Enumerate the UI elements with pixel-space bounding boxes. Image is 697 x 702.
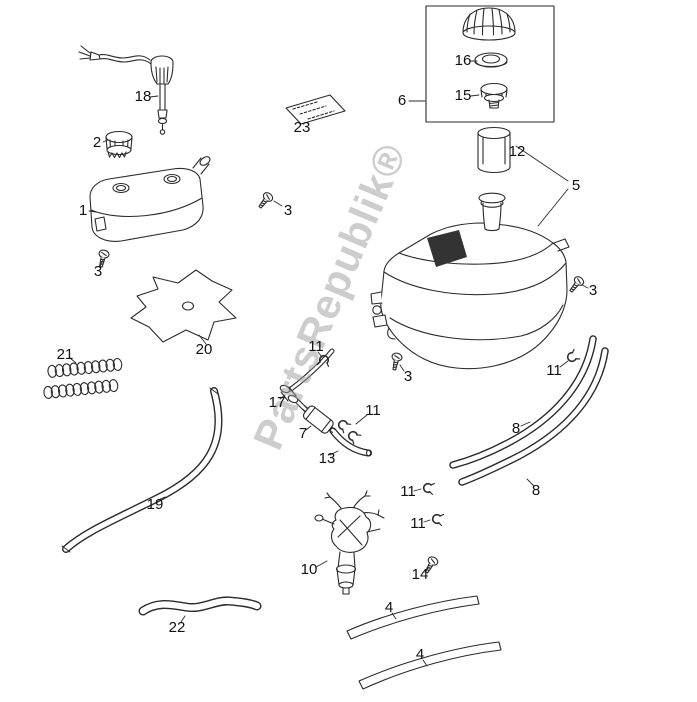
part-label-11: 11 <box>546 362 562 379</box>
part-label-21: 21 <box>57 346 74 363</box>
part-label-17: 17 <box>269 394 286 411</box>
part-label-3: 3 <box>404 368 412 385</box>
part-label-3: 3 <box>284 202 292 219</box>
screw-icon <box>388 351 404 372</box>
clip-icon <box>335 417 352 434</box>
screw-icon <box>566 274 586 295</box>
part-label-4: 4 <box>416 646 424 663</box>
part-label-18: 18 <box>135 88 152 105</box>
part-18-choke-knob <box>78 45 174 135</box>
part-label-2: 2 <box>93 134 101 151</box>
part-label-7: 7 <box>299 425 307 442</box>
part-label-1: 1 <box>79 202 87 219</box>
clip-icon <box>431 512 445 527</box>
part-label-14: 14 <box>412 566 429 583</box>
clip-icon <box>422 481 436 496</box>
part-label-20: 20 <box>196 341 213 358</box>
screw-icon <box>255 190 275 211</box>
fuel-tank-drawing <box>370 222 570 370</box>
part-label-16: 16 <box>455 52 472 69</box>
part-label-11: 11 <box>410 515 426 532</box>
part-23-pad <box>285 94 346 125</box>
part-22-trim-strip <box>143 601 257 611</box>
part-label-13: 13 <box>319 450 336 467</box>
part-label-10: 10 <box>301 561 318 578</box>
part-label-4: 4 <box>385 599 393 616</box>
part-label-11: 11 <box>365 402 381 419</box>
part-label-8: 8 <box>512 420 520 437</box>
clip-icons <box>316 348 581 527</box>
diagram-artwork <box>43 5 605 690</box>
part-label-19: 19 <box>147 496 164 513</box>
part-10-fuel-tap <box>314 490 385 595</box>
leader-lines <box>69 60 589 667</box>
part-20-heat-shield <box>130 269 237 343</box>
part-label-11: 11 <box>400 483 416 500</box>
part-label-3: 3 <box>589 282 597 299</box>
part-7-filter <box>301 405 336 434</box>
part-label-23: 23 <box>294 119 311 136</box>
part-17-fitting <box>279 384 299 404</box>
part-label-3: 3 <box>94 263 102 280</box>
part-label-11: 11 <box>308 338 324 355</box>
part-label-22: 22 <box>169 619 186 636</box>
part-21-springs <box>43 357 123 399</box>
part-2-cap <box>105 130 133 159</box>
reference-box <box>425 5 555 123</box>
cap-dome-drawing <box>462 7 516 41</box>
part-13-hose <box>333 431 373 457</box>
part-16-gasket <box>474 52 508 68</box>
part-label-15: 15 <box>455 87 472 104</box>
part-label-12: 12 <box>509 143 526 160</box>
part-15-cap <box>480 82 508 109</box>
part-19-hose <box>61 388 219 552</box>
part-label-8: 8 <box>532 482 540 499</box>
part-label-6: 6 <box>398 92 406 109</box>
part-label-5: 5 <box>572 177 580 194</box>
filler-neck-drawing <box>478 192 506 232</box>
part-4-trim-strips <box>346 595 502 690</box>
part-12-filler-sleeve <box>477 126 511 174</box>
part-1-oil-tank <box>89 156 211 242</box>
